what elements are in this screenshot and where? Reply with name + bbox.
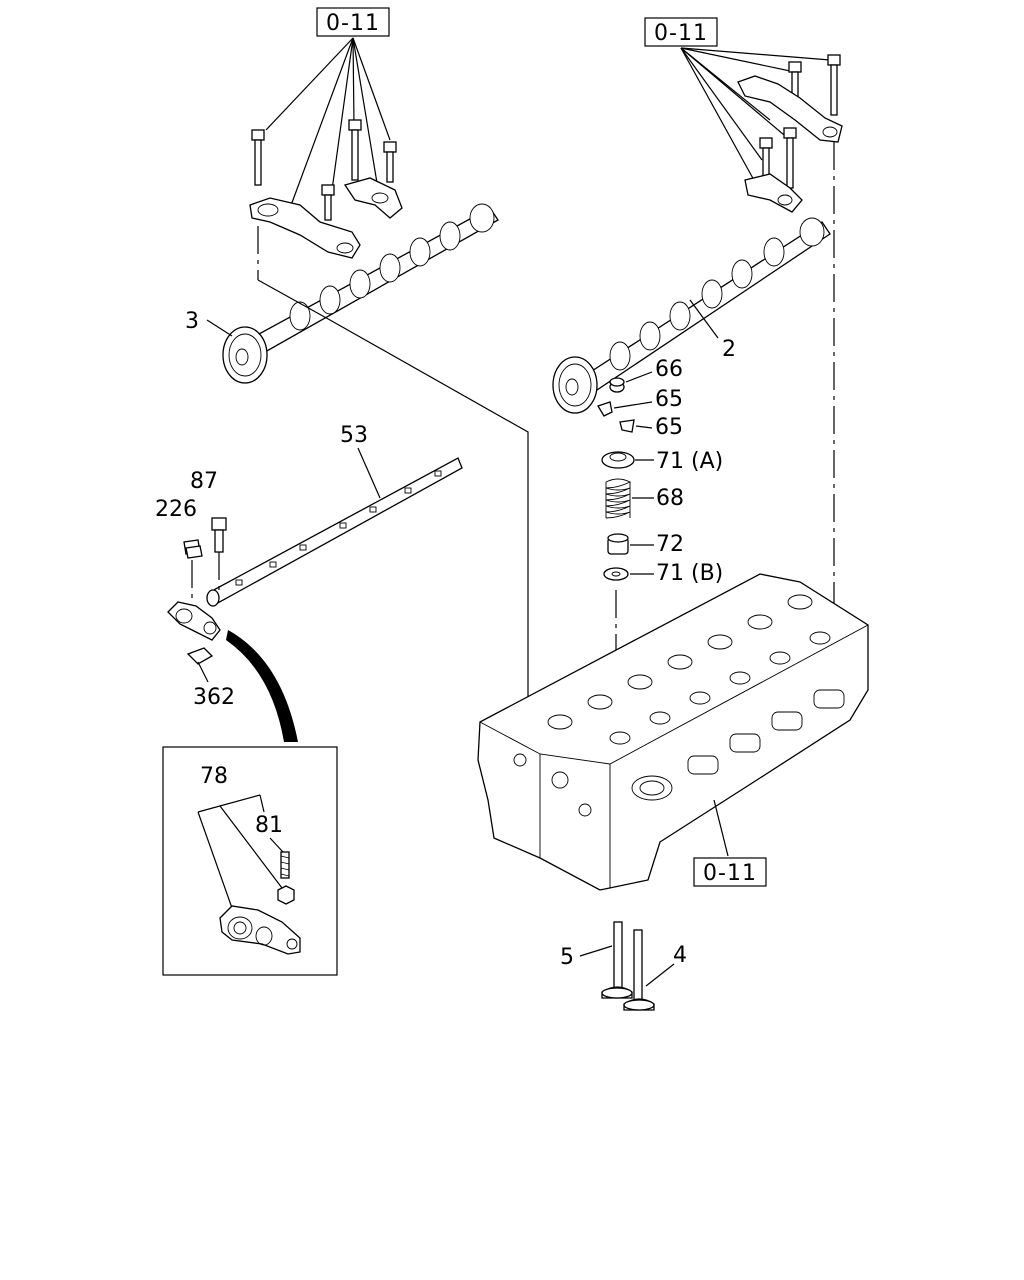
shim-icon: [609, 377, 625, 393]
bolt-icon: [759, 54, 841, 189]
svg-text:0-11: 0-11: [654, 21, 708, 46]
label-clip[interactable]: 226: [155, 497, 197, 522]
leader-lines-top-right: [680, 47, 831, 183]
camshaft-icon: [577, 217, 831, 397]
leader-2: [689, 299, 719, 339]
label-camshaft-intake[interactable]: 2: [722, 337, 736, 362]
label-intake-valve[interactable]: 4: [673, 943, 687, 968]
cam-gear-icon: [222, 326, 268, 384]
adjust-screw-icon: [280, 851, 290, 879]
leader-65b: [635, 425, 653, 429]
leader-cam3-to-head: [257, 279, 529, 710]
bolt-icon: [211, 517, 227, 553]
label-rocker-shaft[interactable]: 53: [340, 423, 368, 448]
cam-gear-icon: [552, 356, 598, 414]
label-exhaust-valve[interactable]: 5: [560, 945, 574, 970]
label-collet-a[interactable]: 65: [655, 387, 683, 412]
label-valve-spring[interactable]: 68: [656, 486, 684, 511]
leader-5: [579, 945, 613, 957]
detail-arrow: [226, 630, 298, 742]
leader-4: [645, 963, 675, 987]
svg-text:0-11: 0-11: [326, 11, 380, 36]
clip-icon: [183, 539, 203, 559]
rocker-shaft-icon: [206, 457, 463, 607]
label-rocker-arm-assy[interactable]: 78: [200, 764, 228, 789]
ref-box-top-right[interactable]: 0-11: [644, 17, 718, 47]
cylinder-head-icon: [477, 573, 869, 891]
bracket-icon: [186, 647, 214, 665]
label-adjust-screw[interactable]: 81: [255, 813, 283, 838]
valve-icon: [623, 929, 655, 1011]
leader-3: [206, 319, 233, 337]
collet-icon: [597, 401, 635, 433]
leader-head-ref: [713, 799, 729, 857]
label-bracket[interactable]: 362: [193, 685, 235, 710]
label-bolt[interactable]: 87: [190, 469, 218, 494]
spring-seat-icon: [601, 451, 635, 469]
leader-78: [197, 794, 283, 909]
leader-65a: [613, 401, 653, 409]
leader-53: [357, 447, 381, 499]
valve-icon: [601, 921, 633, 999]
label-camshaft-exhaust[interactable]: 3: [185, 309, 199, 334]
ref-box-head[interactable]: 0-11: [693, 857, 767, 887]
label-spring-seat-upper[interactable]: 71 (A): [656, 449, 723, 474]
leader-66: [625, 371, 653, 383]
camshaft-icon: [247, 203, 499, 357]
svg-text:0-11: 0-11: [703, 861, 757, 886]
bearing-cap-icon: [737, 75, 843, 213]
leader-81: [269, 837, 284, 853]
rocker-arm-icon: [167, 601, 221, 641]
detail-box: [162, 746, 338, 976]
leader-362: [197, 661, 209, 683]
leader-lines-top-left: [265, 37, 391, 209]
label-valve-seal[interactable]: 72: [656, 532, 684, 557]
bearing-cap-icon: [249, 177, 403, 259]
valve-seal-icon: [607, 533, 629, 555]
label-shim[interactable]: 66: [655, 357, 683, 382]
ref-box-top-left[interactable]: 0-11: [316, 7, 390, 37]
valve-spring-icon: [605, 478, 632, 519]
rocker-arm-icon: [219, 905, 301, 955]
label-spring-seat-lower[interactable]: 71 (B): [656, 561, 723, 586]
bolt-icon: [251, 119, 397, 221]
washer-icon: [603, 567, 629, 581]
nut-icon: [277, 885, 295, 905]
label-collet-b[interactable]: 65: [655, 415, 683, 440]
